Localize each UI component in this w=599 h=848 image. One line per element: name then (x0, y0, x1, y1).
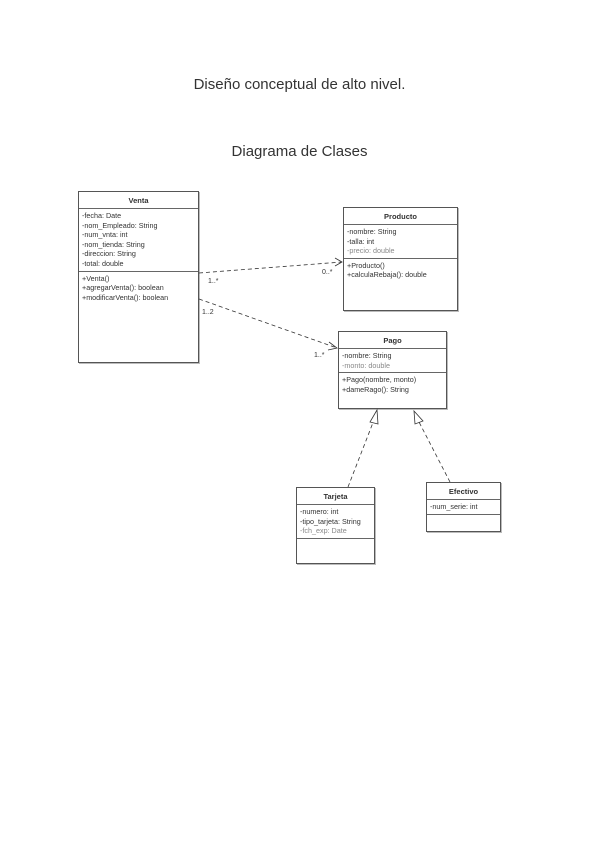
method: +calculaRebaja(): double (347, 270, 427, 280)
diagram-title: Diagrama de Clases (231, 143, 368, 160)
attribute: -nom_Empleado: String (82, 220, 158, 230)
realization-tarjeta-pago (347, 408, 379, 488)
method: +Producto() (347, 260, 385, 270)
attribute: -fch_exp: Date (300, 526, 347, 536)
method: +agregarVenta(): boolean (82, 283, 164, 293)
document-title: Diseño conceptual de alto nivel. (193, 76, 406, 93)
class-name: Efectivo (427, 483, 500, 500)
method: +Pago(nombre, monto) (342, 375, 417, 385)
class-producto: Producto -nombre: String -talla: int -pr… (343, 207, 458, 311)
attribute: -nombre: String (347, 227, 397, 236)
method: +modificarVenta(): boolean (82, 292, 169, 302)
attribute: -monto: double (342, 360, 390, 370)
class-venta: Venta -fecha: Date -nom_Empleado: String… (78, 191, 199, 363)
attribute: -talla: int (347, 236, 375, 246)
attribute: -total: double (82, 258, 124, 268)
attribute: -tipo_tarjeta: String (300, 516, 361, 526)
attribute: -num_serie: int (430, 502, 478, 511)
class-pago: Pago -nombre: String -monto: double +Pag… (338, 331, 447, 409)
methods-section: +Producto() +calculaRebaja(): double (344, 259, 457, 282)
attribute: -nom_tienda: String (82, 239, 145, 249)
attribute: -numero: int (300, 507, 339, 516)
attribute: -fecha: Date (82, 211, 122, 220)
attributes-section: -fecha: Date -nom_Empleado: String -num_… (79, 209, 198, 272)
methods-section: +Venta() +agregarVenta(): boolean +modif… (79, 272, 198, 305)
attributes-section: -nombre: String -talla: int -precio: dou… (344, 225, 457, 259)
class-efectivo: Efectivo -num_serie: int (426, 482, 501, 532)
class-name: Pago (339, 332, 446, 349)
class-name: Venta (79, 192, 198, 209)
realization-efectivo-pago (413, 409, 451, 483)
class-name: Producto (344, 208, 457, 225)
class-name: Tarjeta (297, 488, 374, 505)
association-venta-producto (198, 257, 343, 274)
attribute: -nombre: String (342, 351, 392, 360)
methods-section: +Pago(nombre, monto) +dameRago(): String (339, 373, 446, 396)
attributes-section: -nombre: String -monto: double (339, 349, 446, 374)
class-tarjeta: Tarjeta -numero: int -tipo_tarjeta: Stri… (296, 487, 375, 564)
multiplicity-label: 1..* (314, 352, 325, 359)
attribute: -direccion: String (82, 249, 136, 259)
method: +dameRago(): String (342, 384, 409, 394)
method: +Venta() (82, 273, 110, 283)
attributes-section: -numero: int -tipo_tarjeta: String -fch_… (297, 505, 374, 539)
attributes-section: -num_serie: int (427, 500, 500, 515)
attribute: -precio: double (347, 246, 395, 256)
association-venta-pago (198, 298, 338, 351)
attribute: -num_vnta: int (82, 230, 128, 240)
multiplicity-label: 1..* (208, 278, 219, 285)
multiplicity-label: 1..2 (202, 309, 214, 316)
multiplicity-label: 0..* (322, 269, 333, 276)
